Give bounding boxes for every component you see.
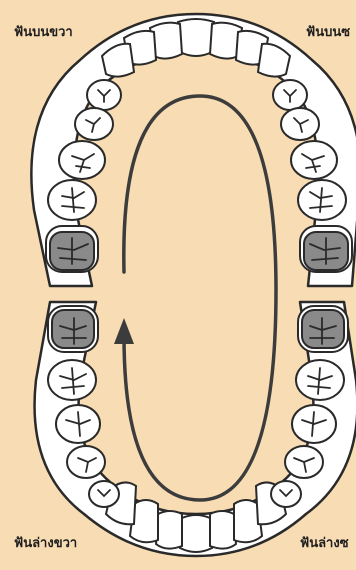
- tooth: [210, 511, 236, 549]
- tooth: [156, 511, 182, 549]
- tooth: [180, 515, 212, 552]
- tooth: [271, 481, 301, 507]
- loop-arrow-icon: [114, 96, 276, 500]
- label-lower-left: ฟันล่างซ: [300, 532, 349, 553]
- tooth: [298, 180, 346, 220]
- brushing-path: [124, 96, 276, 500]
- label-lower-right: ฟันล่างขวา: [14, 532, 77, 553]
- tooth: [48, 180, 96, 220]
- upper-arch: [31, 14, 356, 286]
- tooth: [178, 19, 214, 56]
- label-upper-left: ฟันบนซ: [306, 21, 350, 42]
- arrow-head: [114, 318, 134, 344]
- tooth: [89, 481, 119, 507]
- lower-arch: [35, 302, 356, 556]
- label-upper-right: ฟันบนขวา: [14, 21, 73, 42]
